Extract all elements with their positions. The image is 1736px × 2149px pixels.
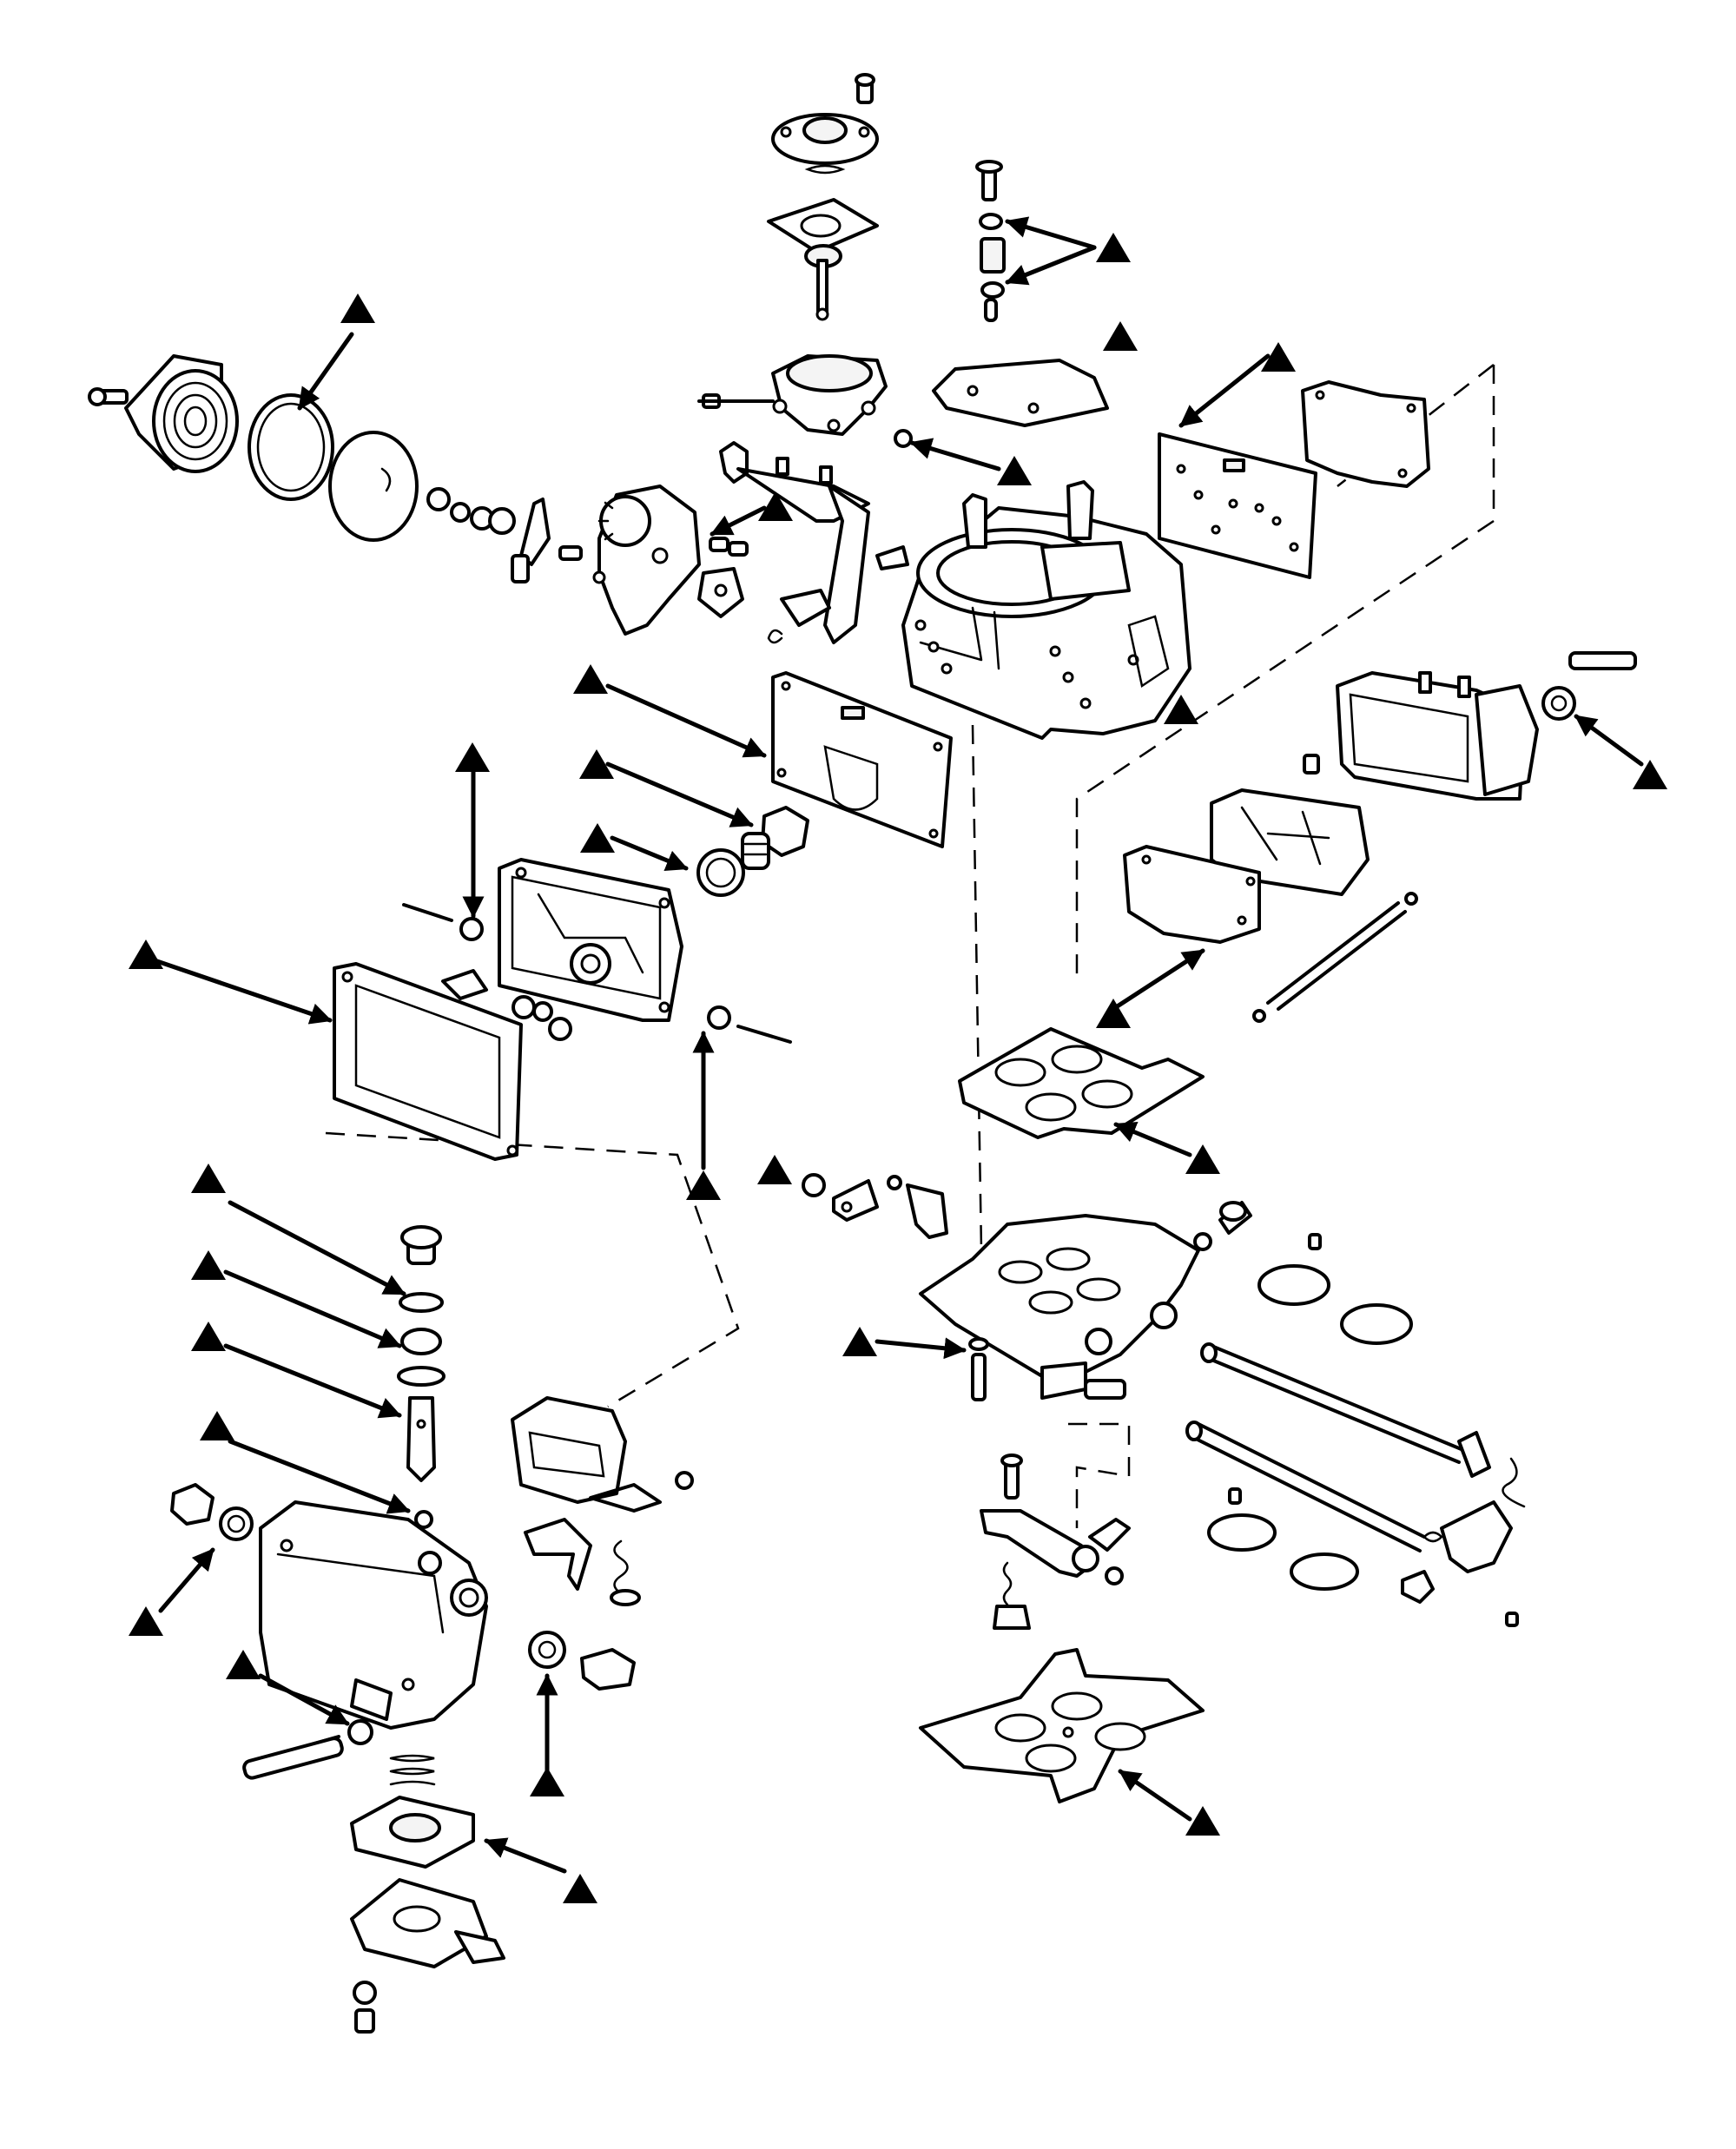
callout-triangle-icon: [1164, 695, 1198, 724]
callout-triangle-icon: [191, 1322, 226, 1351]
secondary-throttle-shaft: [1200, 1342, 1526, 1508]
callout-triangle-icon: [1096, 999, 1131, 1028]
callout-triangle-icon: [200, 1411, 234, 1440]
callout-triangle-icon: [1185, 1144, 1220, 1174]
diaphragm-cover: [771, 113, 879, 165]
callout-triangle-icon: [191, 1163, 226, 1193]
metering-plate-right: [1158, 432, 1317, 579]
choke-thermostat-assembly: [88, 354, 749, 636]
callout-triangle-icon: [191, 1250, 226, 1280]
choke-cover-screw: [88, 387, 129, 406]
diaphragm: [767, 198, 879, 321]
choke-lever: [511, 498, 551, 583]
throttle-plates-upper: [1257, 1233, 1413, 1345]
callout-triangle-icon: [686, 1170, 721, 1200]
callout-triangle-icon: [1261, 342, 1296, 372]
callout-triangle-icon: [563, 1874, 597, 1903]
metering-block-gasket: [333, 962, 523, 1161]
primary-float-bowl: [259, 1500, 488, 1730]
main-body-gasket: [771, 671, 953, 848]
choke-nut-washer-set: [426, 487, 516, 535]
fuel-inlet-fitting: [528, 1631, 636, 1691]
secondary-bowl-small-screw: [1303, 754, 1320, 775]
throttle-body: [919, 1214, 1200, 1400]
metering-body-gasket-top: [932, 359, 1109, 427]
callout-triangle-icon: [757, 1155, 792, 1184]
choke-gasket-ring: [248, 393, 334, 501]
pump-lever-assembly: [980, 1454, 1131, 1630]
secondary-diaphragm-housing: [697, 354, 888, 436]
secondary-float-bowl: [1336, 671, 1539, 801]
fast-idle-cam-parts: [802, 1173, 948, 1239]
callout-triangle-icon: [842, 1327, 877, 1356]
callout-triangle-icon: [1185, 1806, 1220, 1836]
accelerator-pump-cover: [350, 1878, 505, 2034]
throttle-body-gasket: [958, 1027, 1205, 1139]
accelerator-pump-spring: [389, 1754, 436, 1786]
callout-triangle-icon: [226, 1650, 261, 1679]
diaphragm-spring: [804, 164, 846, 175]
float-bowl-nut-washer: [170, 1483, 254, 1541]
choke-shaft-lever: [697, 567, 744, 618]
callout-triangle-icon: [1096, 233, 1131, 262]
callout-markers: [129, 233, 1667, 1903]
throttle-linkage: [719, 441, 909, 644]
choke-housing: [592, 485, 701, 636]
callout-triangle-icon: [1103, 321, 1138, 351]
primary-throttle-shaft: [1185, 1421, 1513, 1604]
vent-diaphragm-assembly: [767, 73, 879, 321]
leader-arrows: [149, 216, 1644, 1874]
callout-triangle-icon: [129, 939, 163, 969]
callout-triangle-icon: [129, 1606, 163, 1636]
callout-triangle-icon: [340, 293, 375, 323]
secondary-transfer-tube: [1252, 892, 1418, 1023]
needle-seat-stack: [397, 1225, 446, 1529]
callout-triangle-icon: [997, 456, 1032, 485]
callout-triangle-icon: [579, 749, 614, 779]
callout-triangle-icon: [758, 491, 793, 521]
main-carburetor-body: [901, 480, 1191, 740]
power-valve: [741, 806, 809, 870]
callout-triangle-icon: [573, 664, 608, 694]
small-washer: [894, 429, 913, 448]
callout-triangle-icon: [580, 823, 615, 853]
secondary-plate-gasket: [1123, 845, 1261, 944]
float-and-hinge: [511, 1396, 694, 1606]
choke-screws: [558, 537, 749, 561]
callout-triangle-icon: [1633, 760, 1667, 789]
throttle-body-screws: [968, 1201, 1252, 1401]
accelerator-pump-diaphragm: [350, 1796, 475, 1869]
base-flange-gasket: [919, 1648, 1205, 1803]
metering-block: [498, 858, 683, 1022]
throttle-plates-lower: [1207, 1487, 1519, 1627]
callout-triangle-icon: [530, 1767, 564, 1796]
top-screw: [855, 73, 875, 104]
metering-gasket-right: [1301, 380, 1430, 488]
secondary-bowl-screw-washer: [1541, 651, 1637, 721]
choke-cap: [124, 354, 239, 473]
metering-block-hardware: [402, 903, 792, 1044]
callout-triangle-icon: [455, 742, 490, 772]
power-valve-gasket: [696, 848, 745, 897]
bowl-screw-gasket: [242, 1719, 373, 1780]
screw-spacer-stack: [975, 160, 1006, 322]
choke-baffle-plate: [328, 431, 419, 542]
